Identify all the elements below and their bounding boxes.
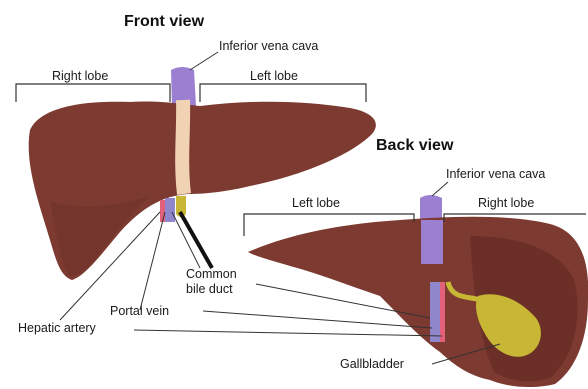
front-falciform-ligament bbox=[182, 100, 184, 194]
front-portal-vein-label: Portal vein bbox=[110, 305, 169, 318]
front-common-bile-duct-label-2: bile duct bbox=[186, 283, 233, 296]
front-right-lobe-label: Right lobe bbox=[52, 70, 108, 83]
front-view-title: Front view bbox=[124, 14, 204, 30]
front-liver-shade bbox=[50, 196, 150, 276]
back-view-title: Back view bbox=[376, 138, 453, 154]
back-ivc-leader bbox=[432, 182, 448, 196]
front-right-lobe-bracket bbox=[16, 84, 170, 102]
back-gallbladder-label: Gallbladder bbox=[340, 358, 404, 371]
back-view bbox=[248, 195, 588, 387]
back-hepatic-artery bbox=[440, 282, 445, 342]
back-portal-vein bbox=[430, 282, 440, 342]
front-common-bile-duct-label-1: Common bbox=[186, 268, 237, 281]
front-ivc-label: Inferior vena cava bbox=[219, 40, 318, 53]
back-ivc-label: Inferior vena cava bbox=[446, 168, 545, 181]
front-left-lobe-label: Left lobe bbox=[250, 70, 298, 83]
front-portal-vein bbox=[165, 198, 175, 222]
front-left-lobe-bracket bbox=[200, 84, 366, 102]
back-right-lobe-label: Right lobe bbox=[478, 197, 534, 210]
front-ivc-leader bbox=[190, 52, 218, 70]
front-hepatic-artery bbox=[160, 200, 165, 222]
back-left-lobe-label: Left lobe bbox=[292, 197, 340, 210]
back-inferior-vena-cava bbox=[421, 220, 443, 264]
front-hepatic-artery-label: Hepatic artery bbox=[18, 322, 96, 335]
